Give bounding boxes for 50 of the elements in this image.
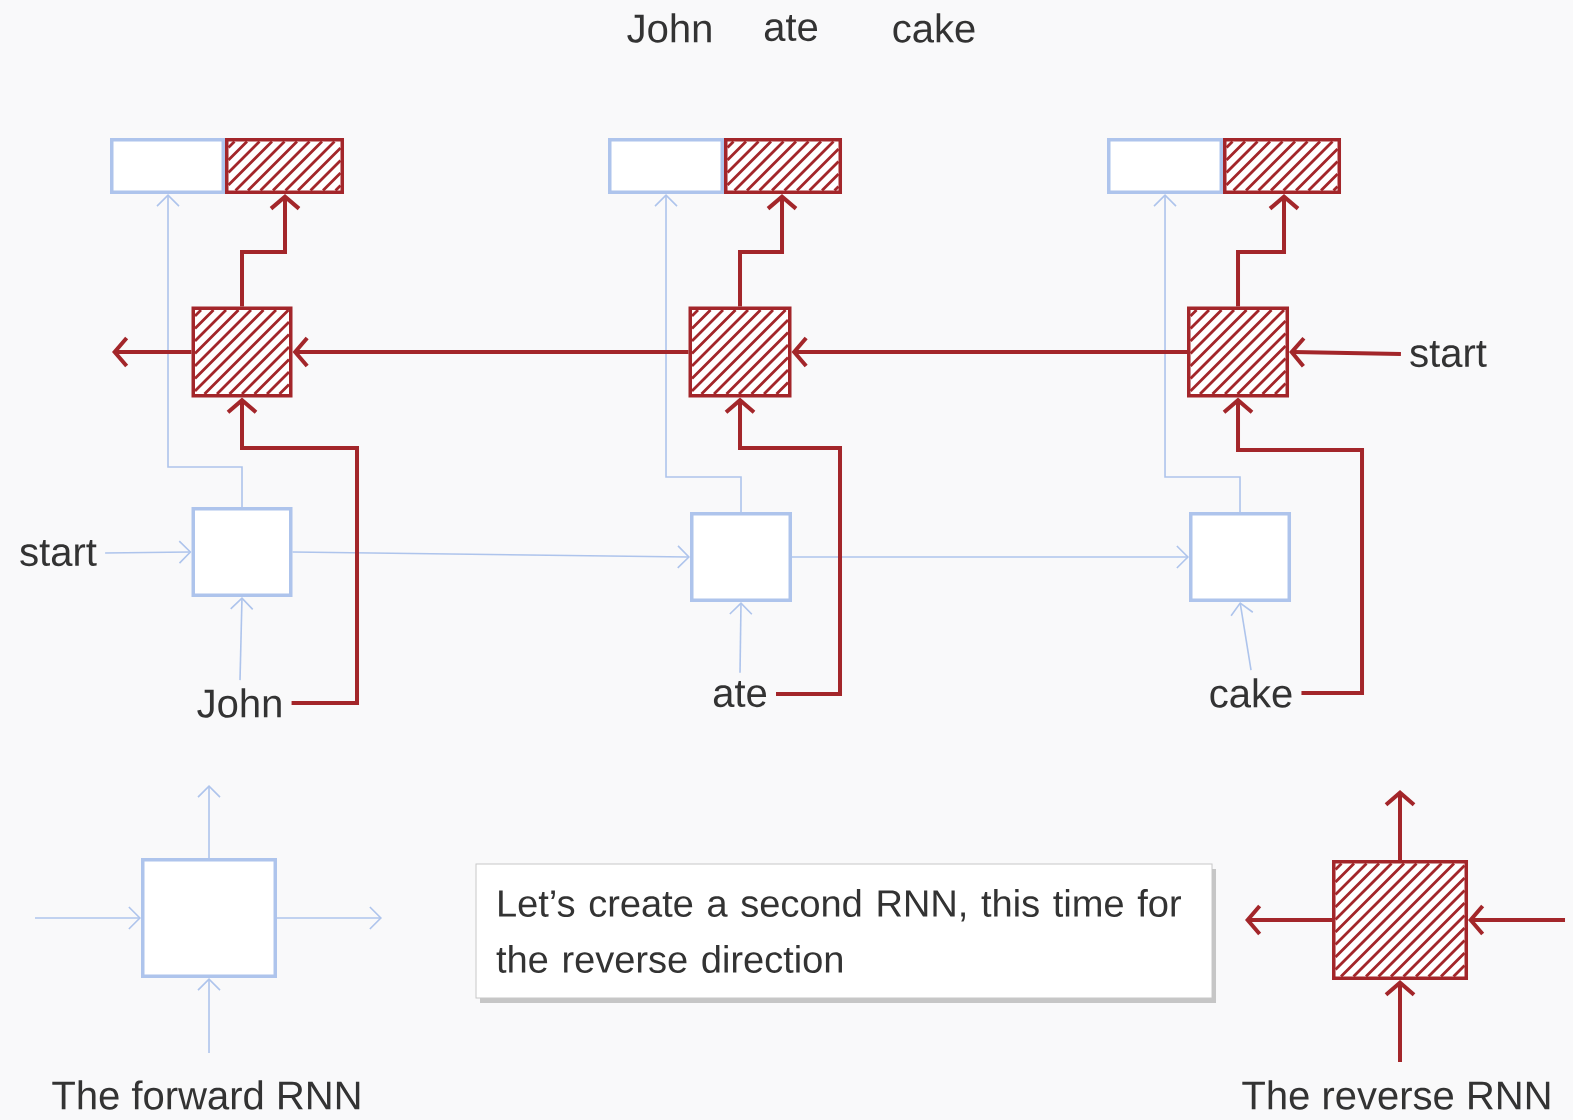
- arrow: [276, 906, 382, 930]
- word-label: ate: [764, 14, 818, 42]
- hatched-rnn-cell: [688, 306, 792, 398]
- arrow: [292, 336, 689, 368]
- node-label: The reverse RNN: [1242, 1080, 1550, 1110]
- arrow: [240, 194, 301, 307]
- word-label: start: [1410, 340, 1487, 368]
- note-box: Let’s create a second RNN, this time for the reverse direction: [475, 863, 1213, 999]
- word-label: start: [20, 539, 97, 567]
- arrow: [1468, 904, 1565, 936]
- word-label: cake: [893, 13, 975, 43]
- arrow: [654, 194, 742, 513]
- arrow: [156, 194, 243, 508]
- hatched-output-box: [1223, 138, 1341, 194]
- arrow: [1222, 397, 1364, 695]
- output-box: [608, 138, 724, 194]
- arrow: [791, 545, 1189, 569]
- arrow: [1289, 336, 1401, 368]
- output-box: [1107, 138, 1223, 194]
- arrow: [104, 540, 192, 564]
- word-label: cake: [1210, 678, 1292, 708]
- arrow: [226, 397, 359, 705]
- arrow: [1384, 790, 1416, 860]
- arrow: [197, 785, 221, 859]
- node-label: The forward RNN: [52, 1080, 360, 1110]
- arrow: [729, 602, 753, 674]
- arrow: [791, 336, 1187, 368]
- arrow: [229, 597, 254, 681]
- arrow: [1236, 194, 1300, 307]
- rnn-cell: [1189, 512, 1291, 602]
- arrow: [1245, 904, 1332, 936]
- hatched-rnn-cell: [191, 306, 293, 398]
- hatched-output-box: [225, 138, 344, 194]
- word-label: ate: [713, 680, 767, 708]
- arrow: [1384, 980, 1416, 1062]
- arrow: [1230, 602, 1254, 671]
- arrow: [291, 545, 690, 569]
- output-box: [110, 138, 225, 194]
- rnn-cell: [191, 507, 293, 597]
- word-label: John: [197, 688, 281, 718]
- arrow: [738, 194, 798, 307]
- arrow: [1153, 194, 1241, 513]
- word-label: John: [627, 13, 711, 43]
- hatched-rnn-cell: [1187, 306, 1289, 398]
- arrow: [724, 397, 842, 696]
- rnn-cell: [690, 512, 792, 602]
- arrow: [34, 906, 141, 930]
- arrow: [197, 978, 221, 1054]
- hatched-output-box: [724, 138, 842, 194]
- arrow: [112, 336, 192, 368]
